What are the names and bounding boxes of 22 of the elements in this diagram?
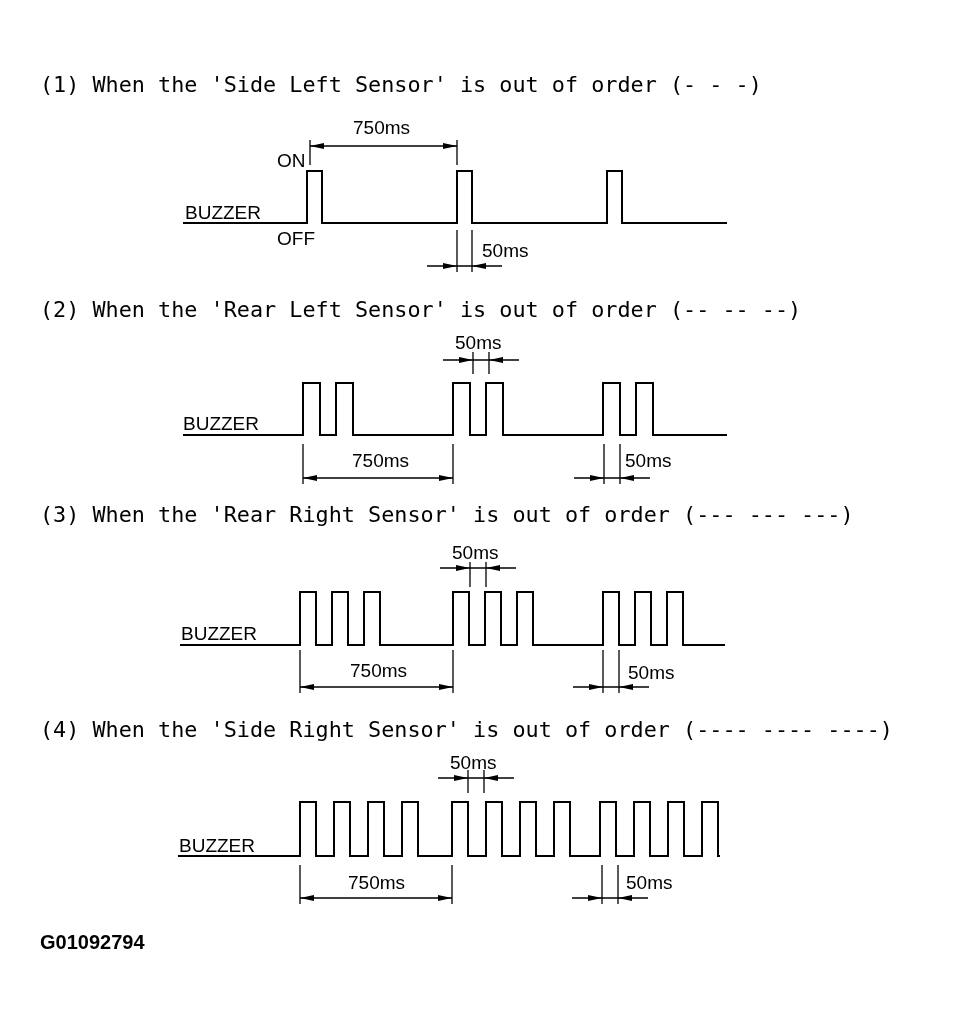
duration-label: 50ms [626,872,673,892]
duration-label: 750ms [352,450,410,470]
figure-code: G01092794 [40,932,145,952]
section-heading: (1) When the 'Side Left Sensor' is out of order (- - -) [40,74,762,96]
signal-name: BUZZER [179,835,255,855]
duration-label: 50ms [625,450,672,470]
section-heading: (3) When the 'Rear Right Sensor' is out of order (--- --- ---) [40,504,854,526]
duration-label: 50ms [455,332,502,352]
signal-level-label: OFF [277,228,315,248]
duration-label: 750ms [348,872,406,892]
duration-label: 50ms [482,240,529,260]
section-heading: (2) When the 'Rear Left Sensor' is out of order (-- -- --) [40,299,802,321]
section-heading: (4) When the 'Side Right Sensor' is out of order (---- ---- ----) [40,719,893,741]
duration-label: 750ms [353,117,411,137]
duration-label: 50ms [628,662,675,682]
signal-name: BUZZER [183,413,259,433]
duration-label: 750ms [350,660,408,680]
signal-name: BUZZER [185,202,261,222]
signal-name: BUZZER [181,623,257,643]
signal-level-label: ON [277,150,306,170]
duration-label: 50ms [450,752,497,772]
duration-label: 50ms [452,542,499,562]
